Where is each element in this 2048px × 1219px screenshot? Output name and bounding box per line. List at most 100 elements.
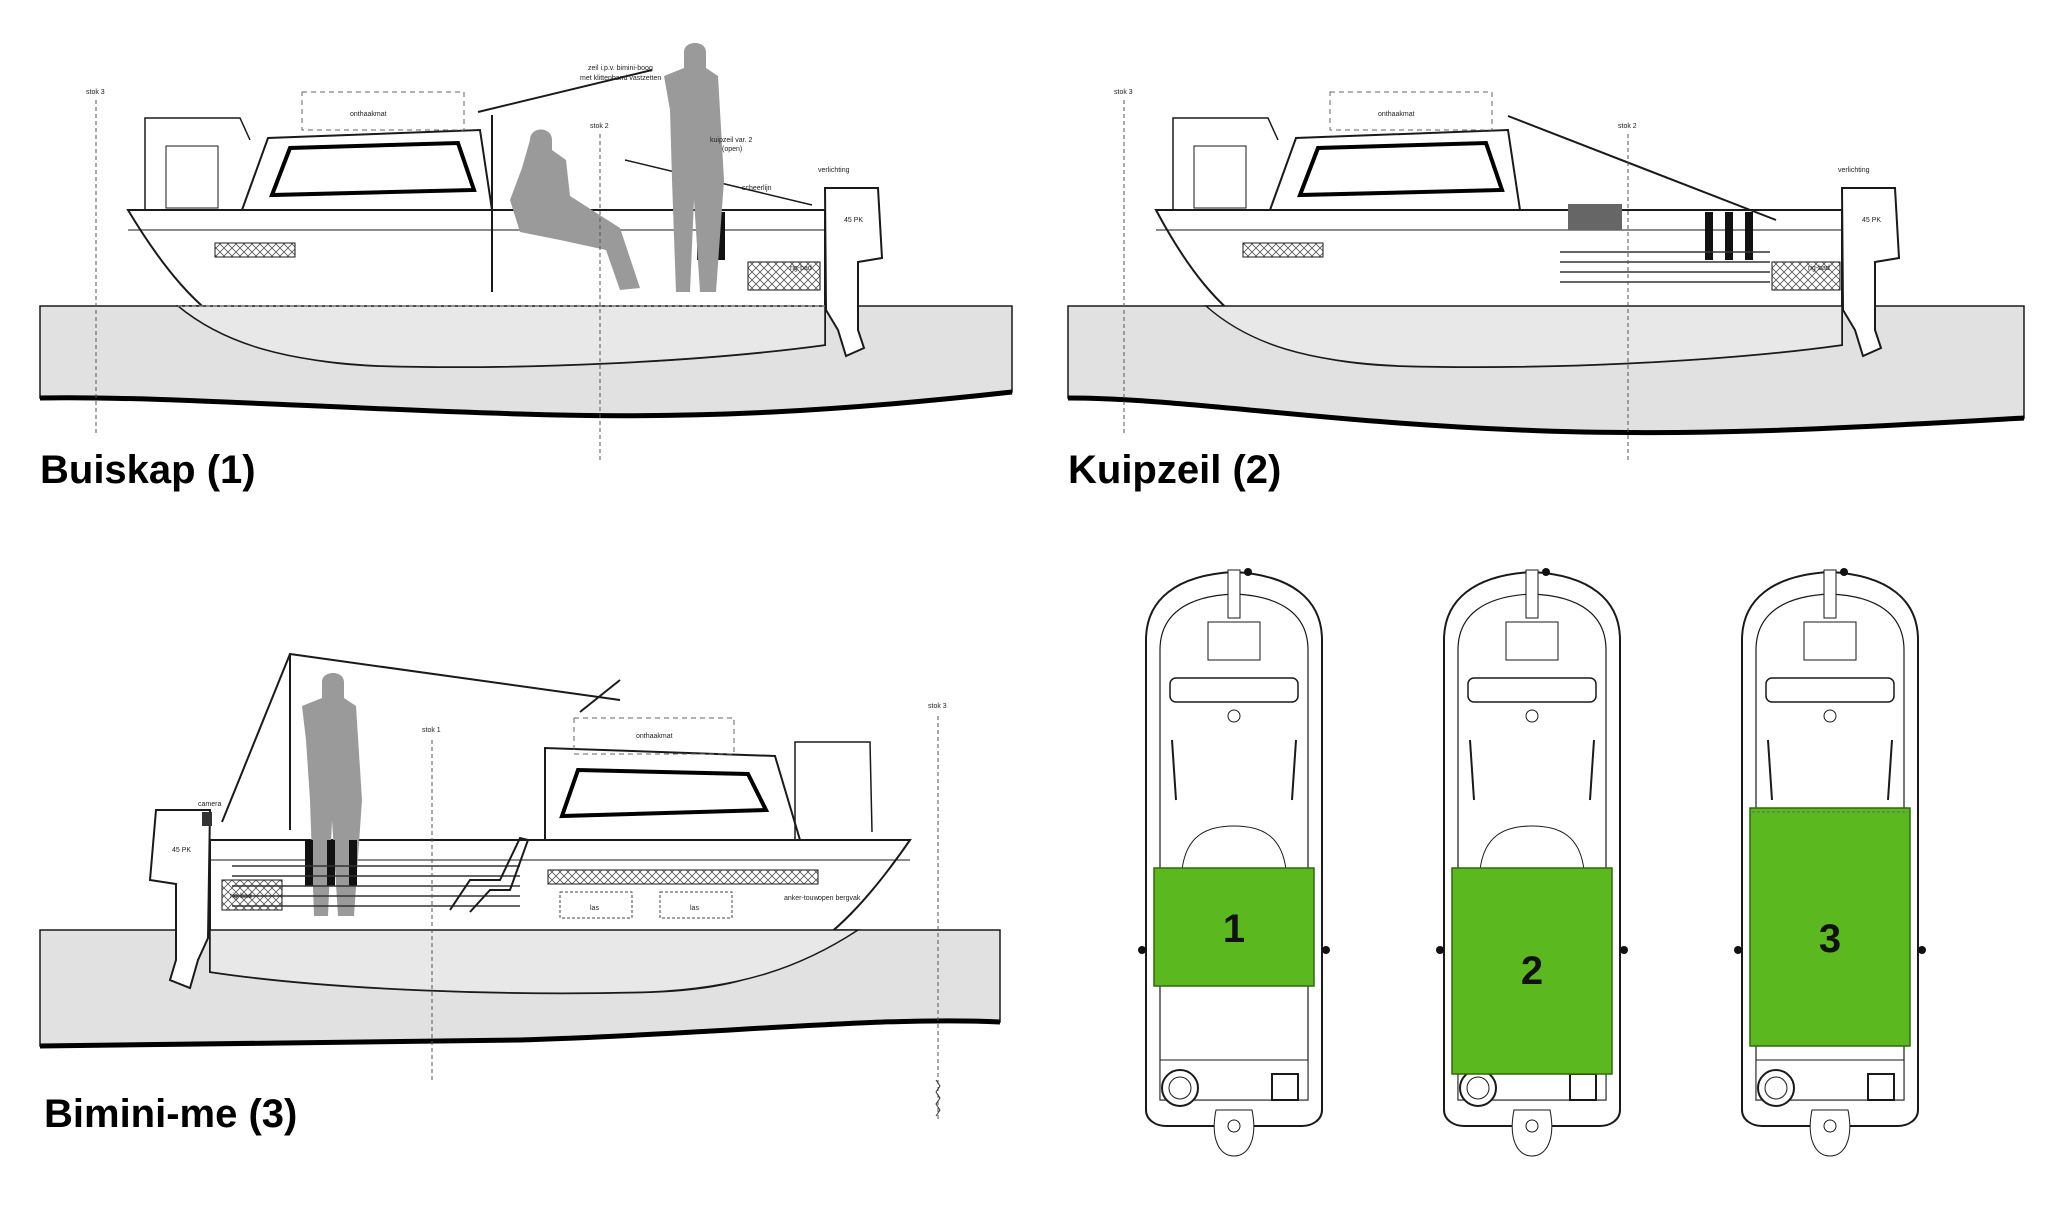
plan-bow-cleat xyxy=(1840,568,1848,576)
label-onthaakmat: onthaakmat xyxy=(636,733,673,740)
cockpit-slats xyxy=(1560,251,1770,283)
console-seat xyxy=(1193,145,1247,209)
panel-title-bimini: Bimini-me (3) xyxy=(44,1092,298,1136)
panel-title-buiskap: Buiskap (1) xyxy=(40,448,256,492)
plan-cleat-right xyxy=(1620,946,1628,954)
plan-hatch-round-inner xyxy=(1466,1076,1490,1100)
label-scheerlijn: scheerlijn xyxy=(742,185,772,192)
label-ankertouw: anker-touw xyxy=(784,895,820,902)
plan-anchor-hatch xyxy=(1803,621,1857,661)
plan-hatch-square xyxy=(1867,1073,1895,1101)
label-camera: camera xyxy=(198,801,221,808)
top-view-plans: 1 2 3 xyxy=(1138,568,1926,1157)
plan-cover-number: 3 xyxy=(1819,917,1841,961)
plan-cleat-left xyxy=(1138,946,1146,954)
outboard-motor xyxy=(1840,187,1901,358)
plan-hatch-square xyxy=(1569,1073,1597,1101)
label-zeil-2: met klittenband vastzetten xyxy=(580,75,661,82)
plan-cleat-right xyxy=(1918,946,1926,954)
hatched-bench xyxy=(214,242,296,258)
plan-rail-right xyxy=(1887,739,1893,801)
panel-bimini-side-view: stok 1 stok 3 onthaakmat camera 45 PK ri… xyxy=(39,652,1001,1120)
plan-windscreen xyxy=(1467,677,1597,703)
hull-underwater xyxy=(209,929,861,994)
seabed-line xyxy=(1067,395,2025,436)
label-verlichting: verlichting xyxy=(818,167,850,174)
panel-title-kuipzeil: Kuipzeil (2) xyxy=(1068,448,1282,492)
label-onthaakmat: onthaakmat xyxy=(1378,111,1415,118)
label-motor: 45 PK xyxy=(1862,217,1881,224)
panel-kuipzeil-side-view: stok 3 stok 2 onthaakmat verlichting 45 … xyxy=(1067,89,2025,462)
plan-hatch-round-inner xyxy=(1168,1076,1192,1100)
bow-rail xyxy=(794,741,873,840)
plan-anchor-hatch xyxy=(1505,621,1559,661)
label-rigbad: rig-bad xyxy=(790,265,812,272)
label-stok-2: stok 2 xyxy=(590,123,609,130)
plan-bow-fitting xyxy=(1823,569,1837,619)
console-seat xyxy=(165,145,219,209)
label-stok-1: stok 1 xyxy=(422,727,441,734)
locker-panels xyxy=(559,891,733,919)
plan-hatch-knob xyxy=(1525,709,1539,723)
label-motor: 45 PK xyxy=(172,847,191,854)
plan-bow-fitting xyxy=(1227,569,1241,619)
plan-hatch-round-inner xyxy=(1764,1076,1788,1100)
plan-outboard xyxy=(1213,1109,1255,1157)
label-las-2: las xyxy=(690,905,699,912)
bimini-frame xyxy=(221,652,621,830)
plan-outboard-cap xyxy=(1525,1119,1539,1133)
buiskap-line xyxy=(477,69,653,113)
onthaakmat-dashed xyxy=(301,91,465,131)
onthaakmat-dashed xyxy=(1329,91,1493,131)
label-onthaakmat: onthaakmat xyxy=(350,111,387,118)
bow-rail xyxy=(144,117,251,210)
plan-cover-green xyxy=(1153,867,1315,987)
plan-rail-left xyxy=(1171,739,1177,801)
helm-seat xyxy=(1568,204,1622,230)
cabin-window xyxy=(1297,140,1505,198)
plan-view-2: 2 xyxy=(1436,568,1628,1157)
label-zeil-1: zeil i.p.v. bimini-boog xyxy=(588,65,653,72)
onthaakmat-dashed xyxy=(573,717,735,755)
anchor-chain xyxy=(935,1079,941,1117)
rod-holders xyxy=(1705,212,1753,260)
cockpit-slats xyxy=(232,865,520,907)
plan-rail-left xyxy=(1767,739,1773,801)
plan-bow-cleat xyxy=(1542,568,1550,576)
label-verlichting: verlichting xyxy=(1838,167,1870,174)
plan-hatch-square xyxy=(1271,1073,1299,1101)
plan-windscreen xyxy=(1169,677,1299,703)
plan-outboard-cap xyxy=(1823,1119,1837,1133)
plan-cleat-left xyxy=(1734,946,1742,954)
label-kuipzeil-1: kuipzeil var. 2 xyxy=(710,137,753,144)
outboard-motor xyxy=(148,809,212,990)
label-kuipzeil-2: (open) xyxy=(722,146,742,153)
hatched-rigbad xyxy=(747,261,821,291)
label-stok-3: stok 3 xyxy=(1114,89,1133,96)
plan-cleat-right xyxy=(1322,946,1330,954)
hatched-bench xyxy=(1242,242,1324,258)
plan-rail-right xyxy=(1589,739,1595,801)
plan-hatch-knob xyxy=(1227,709,1241,723)
plan-seat xyxy=(1479,825,1585,871)
seabed-line xyxy=(39,1018,1001,1049)
label-open-bergvak: open bergvak xyxy=(818,895,861,902)
label-rigbad: rig-bad xyxy=(1808,265,1830,272)
cabin-window xyxy=(559,767,770,819)
seated-person xyxy=(510,129,640,290)
plan-rail-right xyxy=(1291,739,1297,801)
plan-seat xyxy=(1181,825,1287,871)
plan-rail-left xyxy=(1469,739,1475,801)
hull-underwater xyxy=(175,305,826,368)
label-stok-3: stok 3 xyxy=(86,89,105,96)
plan-view-1: 1 xyxy=(1138,568,1330,1157)
plan-windscreen xyxy=(1765,677,1895,703)
hatched-rigbad xyxy=(221,879,283,911)
plan-bow-cleat xyxy=(1244,568,1252,576)
plan-cover-number: 2 xyxy=(1521,949,1543,993)
helm-chair xyxy=(449,836,530,913)
outboard-motor xyxy=(823,187,884,358)
hull-underwater xyxy=(1204,305,1843,368)
plan-hatch-knob xyxy=(1823,709,1837,723)
